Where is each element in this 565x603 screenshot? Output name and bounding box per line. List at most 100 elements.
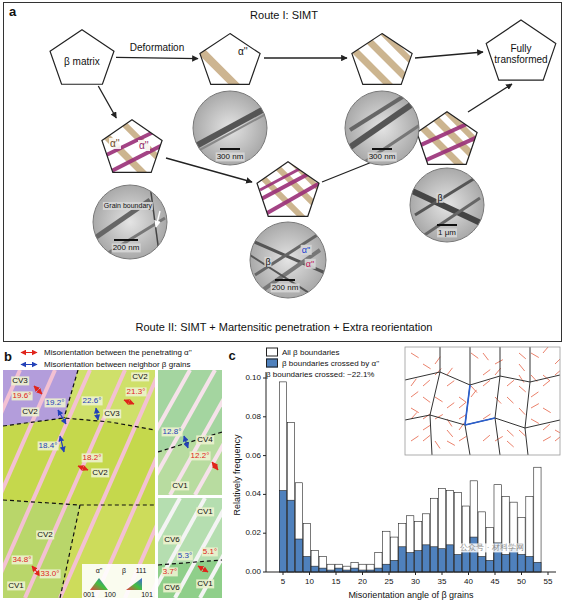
axis-tick — [336, 572, 337, 575]
alpha-trace — [543, 347, 549, 353]
tem-background — [250, 222, 326, 298]
node-label: α'' — [109, 138, 121, 149]
angle-label: 3.7° — [162, 567, 178, 576]
axis-title: Relatively frequency — [232, 434, 242, 515]
inset-frame — [405, 347, 560, 455]
alpha-trace — [471, 386, 477, 393]
martensite-bands — [250, 150, 335, 225]
tem-feature — [196, 108, 266, 146]
node-label: Fully transformed — [494, 43, 549, 65]
variant-label: CV4 — [196, 435, 214, 444]
angle-label: 19.6° — [12, 391, 33, 400]
alpha-trace — [483, 414, 491, 419]
alpha-trace — [411, 408, 419, 413]
ipf-key — [126, 578, 142, 590]
angle-label: 22.6° — [82, 396, 103, 405]
angle-label: 18.4° — [38, 441, 59, 450]
histogram-bar — [454, 492, 461, 572]
alpha-trace — [519, 375, 524, 383]
node-label: α'' — [238, 46, 248, 57]
histogram-bar — [335, 564, 342, 572]
pointer-arrow — [156, 211, 160, 227]
route-arrow — [468, 84, 512, 112]
alpha-trace — [483, 353, 488, 360]
variant-label: CV2 — [91, 468, 109, 477]
alpha-trace — [423, 435, 430, 441]
histogram-bar — [311, 566, 318, 572]
ebsd-map — [3, 370, 155, 598]
histogram-bar — [430, 547, 437, 572]
route-title: Route II: SIMT + Martensitic penetration… — [136, 321, 433, 333]
angle-label: 5.3° — [177, 551, 193, 560]
legend-arrow — [18, 360, 40, 368]
alpha-trace — [531, 419, 539, 423]
alpha-band — [92, 124, 170, 162]
alpha-trace — [423, 425, 431, 430]
tem-feature — [100, 218, 165, 258]
alpha-trace — [435, 397, 443, 402]
alpha-trace — [519, 386, 526, 392]
grain-fill — [158, 370, 222, 495]
beta-boundary — [64, 370, 78, 418]
tem-outline — [345, 91, 419, 165]
variant-label: CV2 — [21, 407, 39, 416]
misorientation-arrow — [124, 400, 134, 404]
martensite-bands — [92, 112, 172, 182]
alpha-band — [190, 40, 250, 100]
grain-fill — [158, 432, 222, 495]
phase-label: α'' — [305, 259, 316, 269]
axis-tick — [263, 494, 266, 495]
alpha-trace — [435, 357, 440, 364]
histogram-bar — [279, 491, 286, 572]
scale-label: 200 nm — [271, 283, 300, 292]
pentagon-outline — [486, 20, 556, 80]
axis-tick — [362, 572, 363, 575]
grain-pentagon: Fully transformed — [484, 18, 558, 82]
histogram-bar — [391, 537, 398, 572]
alpha-plate — [150, 370, 155, 598]
alpha-trace — [447, 368, 452, 375]
tem-micrograph — [345, 86, 420, 165]
tem-background — [410, 168, 484, 242]
grain-boundary — [405, 415, 560, 428]
scale-bar — [437, 224, 457, 226]
pentagon-outline — [200, 34, 260, 85]
alpha-trace — [495, 436, 503, 441]
variant-label: CV1 — [7, 581, 25, 590]
grain-pentagon: β matrix — [48, 28, 116, 86]
alpha-band — [112, 112, 172, 172]
angle-label: 12.8° — [162, 427, 183, 436]
grain-boundary — [430, 347, 440, 455]
grain-pentagon — [257, 162, 319, 217]
histogram-bar — [446, 545, 453, 572]
misorientation-arrow — [34, 386, 42, 394]
histogram-bar — [367, 564, 374, 572]
alpha-trace — [531, 392, 538, 397]
ipf-key — [90, 578, 108, 590]
grain-fill — [3, 370, 155, 598]
histogram-bar — [279, 382, 286, 572]
tem-micrograph — [193, 91, 267, 165]
variant-label: CV3 — [103, 409, 121, 418]
axis-tick — [263, 416, 266, 417]
tem-feature — [250, 255, 320, 300]
route-title: Route I: SIMT — [250, 9, 318, 21]
edge-label: Deformation — [128, 42, 186, 53]
alpha-trace — [447, 381, 454, 386]
histogram-bar — [462, 506, 469, 572]
alpha-trace — [543, 437, 551, 441]
beta-boundary — [158, 560, 222, 565]
scale-bar — [114, 239, 138, 241]
legend-swatch — [266, 359, 278, 368]
legend-entry: β boundaries crossed by α'' — [266, 359, 379, 368]
alpha-trace — [447, 441, 455, 445]
tick-label: 15 — [332, 577, 341, 586]
variant-label: CV1 — [171, 481, 189, 490]
key-label: 101 — [141, 591, 153, 599]
misorientation-arrow — [60, 436, 64, 452]
tem-outline — [410, 168, 484, 242]
scale-label: 1 μm — [437, 228, 457, 237]
legend-arrow — [18, 348, 40, 356]
histogram-bar — [351, 562, 358, 572]
